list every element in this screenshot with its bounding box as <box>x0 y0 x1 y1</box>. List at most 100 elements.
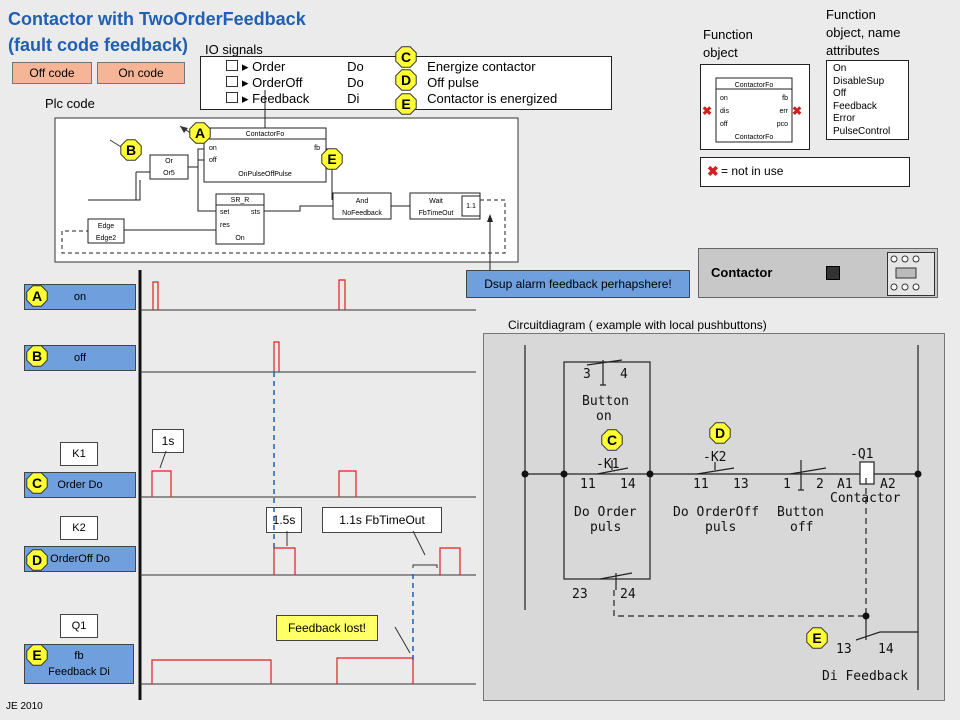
attributes-heading-1: Function <box>826 7 876 22</box>
circuit-labels: 3 4 Button on -K1 11 14 Do Order puls 23… <box>572 367 908 684</box>
attribute-item: Feedback <box>833 100 877 112</box>
marker-c: C <box>601 429 623 451</box>
button-on-terminal-4: 4 <box>620 367 628 382</box>
timing-pointers <box>159 450 438 654</box>
plc-wait-value: 1.1 <box>466 203 476 210</box>
expand-arrow-icon: ▸ <box>242 59 249 74</box>
pulse-off-1 <box>273 341 280 372</box>
timing-tag-k2: K2 <box>60 516 98 540</box>
plc-or-sub: Or5 <box>163 170 175 177</box>
marker-letter: E <box>327 151 336 167</box>
fo-dis-unused-icon: ✖ <box>702 104 712 118</box>
octagon-marker-icon <box>26 472 48 494</box>
note-fbtimeout: 1.1s FbTimeOut <box>322 507 442 533</box>
pulse-feedback-2 <box>336 657 414 684</box>
marker-letter: E <box>812 630 821 646</box>
page-title: Contactor with TwoOrderFeedback (fault c… <box>8 6 306 58</box>
attributes-heading: Function object, name attributes <box>826 6 900 60</box>
plc-and-sub: NoFeedback <box>342 210 382 217</box>
title-line-2: (fault code feedback) <box>8 35 189 55</box>
fo-in-on: on <box>720 95 728 102</box>
off-code-label: Off code <box>12 62 92 84</box>
button-on-state: on <box>596 409 612 424</box>
indicator-lamp-icon <box>826 266 840 280</box>
note-1s: 1s <box>152 429 184 453</box>
fo-in-off: off <box>720 121 728 128</box>
fb-terminal-13: 13 <box>836 642 852 657</box>
plc-and-title: And <box>356 198 369 205</box>
marker-letter: D <box>32 552 42 568</box>
plc-contactor-title: ContactorFo <box>246 131 285 138</box>
contactor-panel: Contactor <box>698 248 938 298</box>
circuit-heading: Circuitdiagram ( example with local push… <box>508 318 767 332</box>
q1-terminal-a1: A1 <box>837 477 853 492</box>
plc-contactor-out-fb: fb <box>314 145 320 152</box>
function-object-heading-1: Function <box>703 27 753 42</box>
timing-baselines <box>140 309 476 685</box>
attribute-item: PulseControl <box>833 125 891 137</box>
octagon-marker-icon <box>395 69 417 91</box>
plc-srr-sts: sts <box>251 209 260 216</box>
fb-di-feedback: Di Feedback <box>822 669 908 684</box>
marker-letter: E <box>401 96 410 112</box>
plc-or-title: Or <box>165 158 173 165</box>
q1-contactor-label: Contactor <box>830 491 901 506</box>
plc-srr-res: res <box>220 222 230 229</box>
pulse-orderoff-2 <box>439 547 461 575</box>
octagon-marker-icon <box>26 285 48 307</box>
octagon-marker-icon <box>806 627 828 649</box>
fb-terminal-14: 14 <box>878 642 894 657</box>
io-name: Order <box>252 59 286 74</box>
note-feedback-lost: Feedback lost! <box>276 615 378 641</box>
plc-wait-title: Wait <box>429 198 443 205</box>
io-name: OrderOff <box>252 75 303 90</box>
fo-out-err: err <box>779 108 788 115</box>
plc-srr-set: set <box>220 209 229 216</box>
fo-in-dis: dis <box>720 108 729 115</box>
marker-c: C <box>395 46 417 68</box>
io-icon <box>226 60 238 71</box>
fo-err-unused-icon: ✖ <box>792 104 802 118</box>
button-off-label: Button <box>777 505 824 520</box>
circuit-panel <box>483 333 945 701</box>
octagon-marker-icon <box>395 46 417 68</box>
plc-wait-sub: FbTimeOut <box>419 210 454 217</box>
marker-e: E <box>806 627 828 649</box>
io-icon <box>226 92 238 103</box>
timing-pulses <box>151 279 461 684</box>
plc-edge-title: Edge <box>98 223 114 230</box>
pulse-on-1 <box>152 281 159 310</box>
octagon-marker-icon <box>120 139 142 161</box>
footer-credit: JE 2010 <box>6 701 43 712</box>
plc-edge-sub: Edge2 <box>96 235 116 242</box>
marker-a: A <box>189 122 211 144</box>
k1-label: -K1 <box>596 457 619 472</box>
k1-puls: puls <box>590 520 621 535</box>
cross-icon: ✖ <box>707 163 719 179</box>
contactor-terminals-icon <box>890 255 920 291</box>
marker-letter: C <box>401 49 411 65</box>
marker-c: C <box>26 472 48 494</box>
marker-letter: A <box>195 125 205 141</box>
marker-b: B <box>120 139 142 161</box>
octagon-marker-icon <box>26 345 48 367</box>
attributes-list: On DisableSup Off Feedback Error PulseCo… <box>826 60 909 140</box>
button-off-terminal-2: 2 <box>816 477 824 492</box>
timing-tag-k1: K1 <box>60 442 98 466</box>
note-1-5s: 1.5s <box>266 507 302 533</box>
q1-terminal-a2: A2 <box>880 477 896 492</box>
plc-contactor-footer: OnPulseOffPulse <box>238 171 292 178</box>
fo-footer: ContactorFo <box>735 134 774 141</box>
marker-letter: A <box>32 288 42 304</box>
plc-srr-title: SR_R <box>231 197 250 204</box>
marker-e: E <box>321 148 343 170</box>
marker-d: D <box>395 69 417 91</box>
octagon-marker-icon <box>321 148 343 170</box>
function-object-heading: Function object <box>703 26 753 62</box>
octagon-marker-icon <box>395 93 417 115</box>
io-name: Feedback <box>252 91 310 106</box>
